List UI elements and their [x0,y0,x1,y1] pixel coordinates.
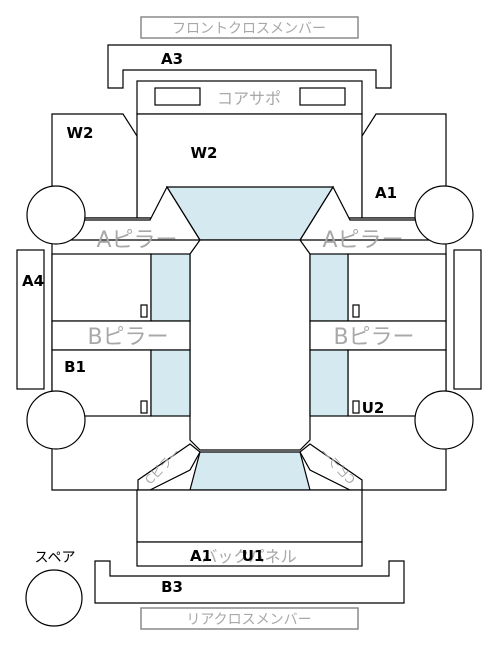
b-pillar-right-label: Bピラー [333,325,414,350]
code-front-cross-member: A3 [161,50,183,68]
code-left-side: A4 [22,272,44,290]
code-right-rear: U2 [362,399,385,417]
core-support-label: コアサポ [217,89,281,108]
rear-cross-member-part[interactable] [94,560,405,604]
a-pillar-left-label: Aピラー [96,228,177,253]
right-rear-door-handle [352,400,360,414]
front-cross-member-box[interactable] [140,16,359,39]
left-front-window[interactable] [150,253,191,322]
left-front-door[interactable] [51,253,152,322]
right-front-door-handle [352,304,360,318]
code-left-apron: W2 [67,124,94,142]
front-cross-member-label: フロントクロスメンバー [172,21,326,37]
rear-right-wheel[interactable] [414,390,474,450]
left-front-door-handle [140,304,148,318]
front-left-wheel[interactable] [26,185,86,245]
code-back-panel-right: U1 [242,547,265,565]
b-pillar-right[interactable] [309,320,447,351]
left-side-strip[interactable] [16,249,45,390]
code-left-rear: B1 [64,358,86,376]
spare-tire[interactable] [25,569,83,627]
code-right-front: A1 [375,184,397,202]
right-front-door[interactable] [347,253,447,322]
core-support-right-hole [299,87,346,106]
front-right-wheel[interactable] [414,185,474,245]
code-back-panel-left: A1 [190,547,212,565]
rear-cross-member-box[interactable] [140,607,359,630]
right-front-window[interactable] [309,253,349,322]
roof-panel[interactable] [189,239,311,451]
spare-label: スペア [34,550,75,566]
rear-cross-member-label: リアクロスメンバー [186,612,311,628]
core-support-left-hole [154,87,201,106]
right-rear-window[interactable] [309,349,349,417]
left-rear-door-handle [140,400,148,414]
back-panel-label: バックパネル [201,547,296,566]
front-cross-member-part[interactable] [107,44,392,89]
b-pillar-left[interactable] [51,320,191,351]
b-pillar-left-label: Bピラー [87,325,168,350]
code-front-center: W2 [191,144,218,162]
rear-glass[interactable] [189,451,311,491]
left-rear-window[interactable] [150,349,191,417]
rear-left-wheel[interactable] [26,390,86,450]
right-side-strip[interactable] [453,249,482,390]
code-rear-cross-member: B3 [161,578,183,596]
back-panel[interactable] [136,541,363,567]
trunk-lid[interactable] [136,489,363,543]
a-pillar-right-label: Aピラー [322,228,403,253]
